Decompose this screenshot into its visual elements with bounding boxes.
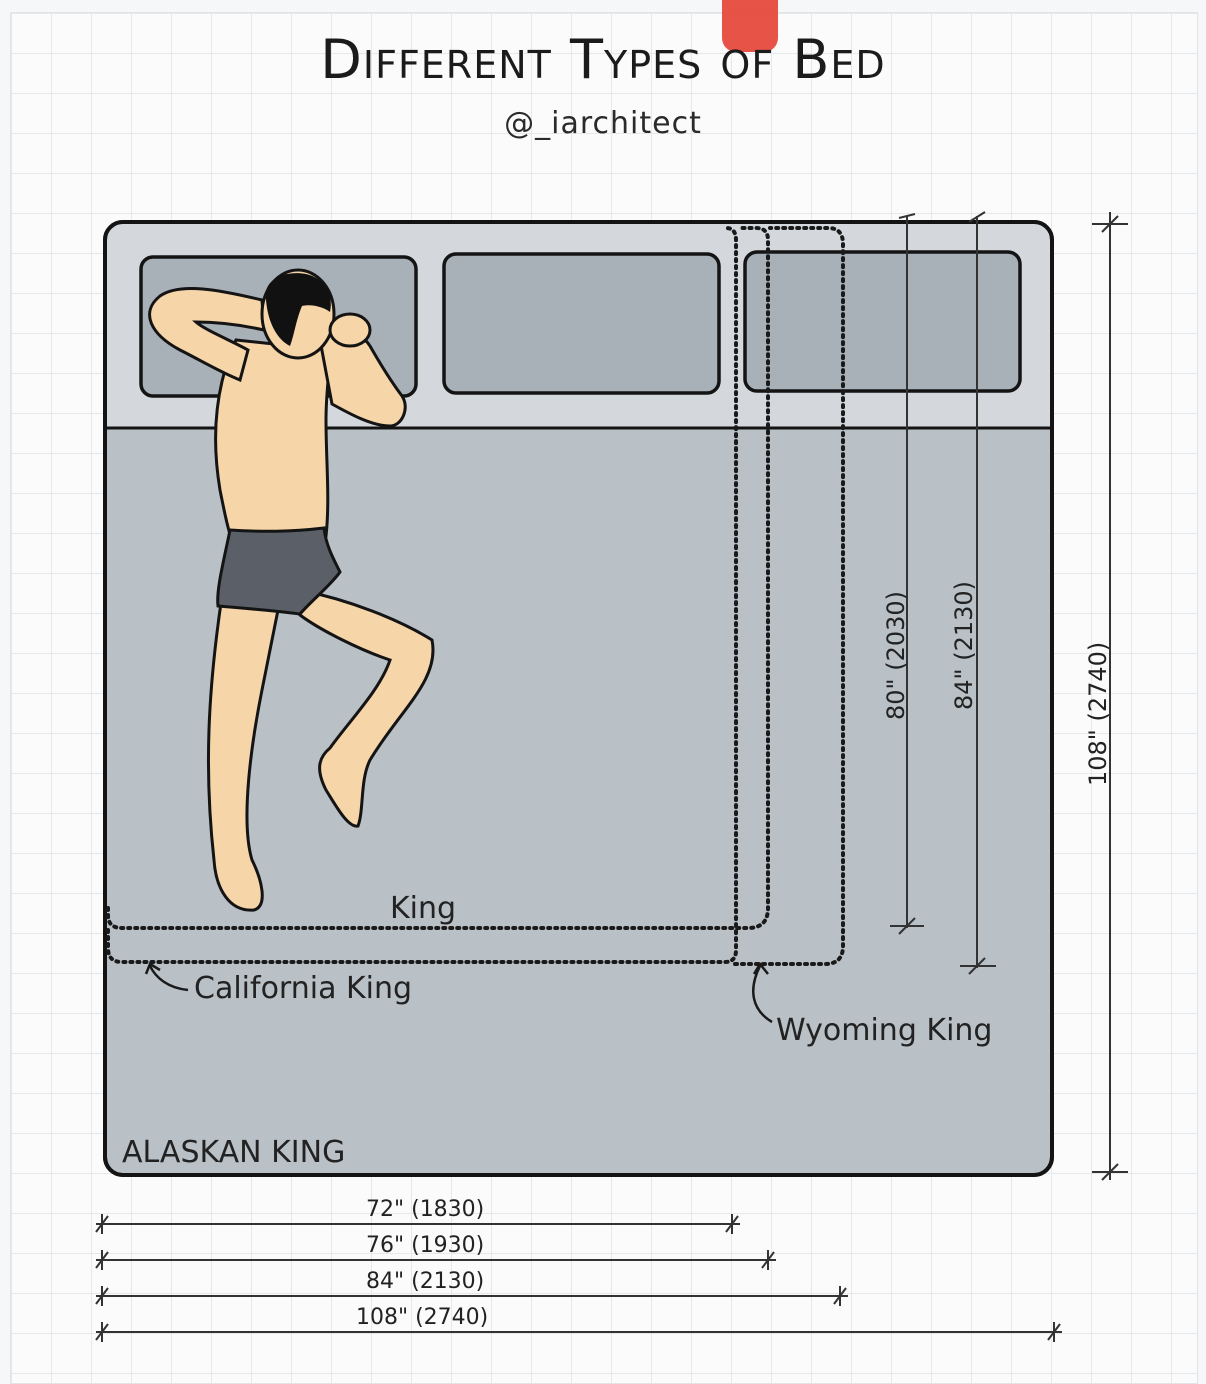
person-hair bbox=[265, 273, 331, 346]
width-72-label: 72" (1830) bbox=[366, 1197, 484, 1222]
alaskan-king-label: ALASKAN KING bbox=[122, 1135, 345, 1170]
wyoming-king-pointer bbox=[752, 965, 773, 1024]
red-tape-mark bbox=[722, 0, 778, 52]
person-right-leg bbox=[298, 588, 435, 828]
person-left-leg bbox=[206, 594, 282, 912]
pillow-2 bbox=[442, 252, 721, 395]
alaskan-king-mattress-outline bbox=[103, 220, 1054, 1177]
width-dimension-108: 108" (2740) bbox=[95, 1305, 1062, 1342]
length-80-label: 80" (2030) bbox=[882, 591, 910, 720]
sleeping-person bbox=[148, 268, 435, 912]
width-84-label: 84" (2130) bbox=[366, 1269, 484, 1294]
california-king-label: California King bbox=[194, 971, 412, 1006]
length-dimension-84: 84" (2130) bbox=[950, 211, 996, 975]
width-dimension-76: 76" (1930) bbox=[95, 1233, 776, 1270]
length-84-label: 84" (2130) bbox=[950, 581, 978, 710]
length-dimension-108: 108" (2740) bbox=[1084, 212, 1128, 1181]
king-label: King bbox=[390, 891, 456, 926]
width-76-label: 76" (1930) bbox=[366, 1233, 484, 1258]
california-king-outline bbox=[106, 226, 738, 964]
pillow-3 bbox=[743, 250, 1022, 393]
width-dimension-84: 84" (2130) bbox=[95, 1269, 848, 1306]
person-left-arm bbox=[148, 286, 266, 383]
wyoming-king-outline bbox=[733, 226, 845, 966]
author-handle: @_iarchitect bbox=[504, 106, 702, 141]
wyoming-king-pointer-head bbox=[752, 961, 769, 975]
person-fist bbox=[328, 312, 372, 348]
wyoming-king-label: Wyoming King bbox=[776, 1013, 992, 1048]
length-dimension-80: 80" (2030) bbox=[882, 213, 924, 935]
width-108-label: 108" (2740) bbox=[356, 1305, 488, 1330]
california-king-pointer bbox=[148, 965, 189, 992]
king-outline bbox=[106, 226, 770, 930]
length-108-label: 108" (2740) bbox=[1084, 642, 1112, 786]
width-dimension-72: 72" (1830) bbox=[95, 1197, 740, 1234]
person-shorts bbox=[216, 526, 342, 616]
california-king-pointer-head bbox=[144, 962, 161, 975]
page-title: Different Types of Bed bbox=[320, 28, 886, 91]
